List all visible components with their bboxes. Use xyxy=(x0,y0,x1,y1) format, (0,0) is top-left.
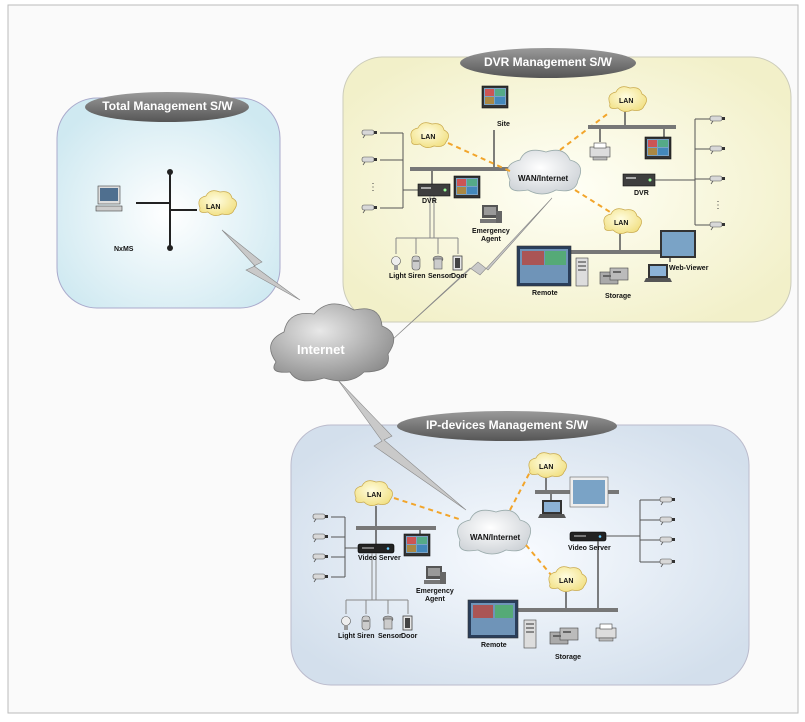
wan-dvr-label: WAN/Internet xyxy=(518,174,569,183)
svg-text:⋮: ⋮ xyxy=(713,200,723,211)
siren-dvr-icon xyxy=(411,255,421,271)
nxms-label: NxMS xyxy=(114,246,134,253)
lan-ip-top-label: LAN xyxy=(539,464,554,471)
video-server-right-label: Video Server xyxy=(568,545,611,552)
dvr-title-pill xyxy=(460,48,636,78)
sensor-dvr-label: Sensor xyxy=(428,273,452,280)
video-server-left-icon xyxy=(357,543,395,554)
light-dvr-label: Light xyxy=(389,273,407,280)
dvr-lan-backbone-bottom xyxy=(540,250,678,254)
video-server-left-label: Video Server xyxy=(358,555,401,562)
total-title: Total Management S/W xyxy=(102,99,233,113)
lan-total-label: LAN xyxy=(206,204,221,211)
dvr-left-label: DVR xyxy=(422,198,437,205)
lan-cloud-dvr-left xyxy=(410,122,449,148)
remote-dvr-label: Remote xyxy=(532,290,558,297)
nxms-workstation-icon xyxy=(95,185,123,212)
lan-cloud-total xyxy=(198,190,237,216)
dvr-right-device-icon xyxy=(622,173,656,187)
dvr-left-device-icon xyxy=(417,183,451,197)
lan-dvr-bottom-label: LAN xyxy=(614,220,629,227)
dvr-right-monitor-icon xyxy=(644,136,672,160)
remote-ip-label: Remote xyxy=(481,642,507,649)
door-dvr-icon xyxy=(452,255,463,271)
internet-label: Internet xyxy=(297,342,345,357)
site-label: Site xyxy=(497,121,510,128)
ip-lan-backbone-left xyxy=(356,526,436,530)
lightning-bolt-ip xyxy=(337,379,467,511)
video-server-right-icon xyxy=(569,531,607,542)
siren-ip-label: Siren xyxy=(357,633,375,640)
video-server-left-monitor-icon xyxy=(403,533,431,557)
dvr-lan-backbone-left xyxy=(410,167,508,171)
lan-cloud-ip-left xyxy=(354,480,393,506)
emergency-agent-ip-label: Emergency Agent xyxy=(416,588,454,603)
wan-ip-label: WAN/Internet xyxy=(470,533,521,542)
remote-dvr-tower-icon xyxy=(575,257,589,287)
lan-cloud-ip-bottom xyxy=(548,566,587,592)
internet-cloud xyxy=(270,303,395,382)
svg-text:⋮: ⋮ xyxy=(368,182,378,193)
dvr-right-label: DVR xyxy=(634,190,649,197)
storage-ip-label: Storage xyxy=(555,654,582,661)
lan-ip-bottom-label: LAN xyxy=(559,578,574,585)
total-title-pill xyxy=(85,92,249,122)
sensor-ip-label: Sensor xyxy=(378,633,402,640)
light-ip-label: Light xyxy=(338,633,356,640)
lan-dvr-left-label: LAN xyxy=(421,134,436,141)
lan-cloud-ip-top xyxy=(528,452,567,478)
sensor-dvr-icon xyxy=(432,255,444,270)
sensor-ip-icon xyxy=(382,615,394,630)
dvr-title: DVR Management S/W xyxy=(483,55,612,69)
door-dvr-label: Door xyxy=(451,273,468,280)
siren-dvr-label: Siren xyxy=(408,273,426,280)
wan-cloud-ip xyxy=(457,509,532,555)
lightning-bolt-total xyxy=(221,229,301,301)
lan-dvr-right-label: LAN xyxy=(619,98,634,105)
site-monitor-icon xyxy=(481,85,509,109)
web-viewer-laptop-icon xyxy=(644,264,672,282)
web-viewer-label: Web-Viewer xyxy=(669,265,709,272)
door-ip-icon xyxy=(402,615,413,631)
ip-lan-backbone-bottom xyxy=(488,608,618,612)
lan-cloud-dvr-right xyxy=(608,86,647,112)
lan-cloud-dvr-bottom xyxy=(603,208,642,234)
lan-ip-left-label: LAN xyxy=(367,492,382,499)
storage-dvr-label: Storage xyxy=(605,293,632,300)
emergency-agent-dvr-label: Emergency Agent xyxy=(472,228,510,243)
ip-title-pill xyxy=(397,411,617,441)
siren-ip-icon xyxy=(361,615,371,631)
dvr-left-monitor-icon xyxy=(453,175,481,199)
wan-cloud-dvr xyxy=(507,149,582,195)
ip-title: IP-devices Management S/W xyxy=(425,418,589,432)
remote-ip-tower-icon xyxy=(523,619,537,649)
laptop-ip-top-icon xyxy=(538,500,566,518)
dvr-lan-backbone-right xyxy=(588,125,676,129)
door-ip-label: Door xyxy=(401,633,418,640)
